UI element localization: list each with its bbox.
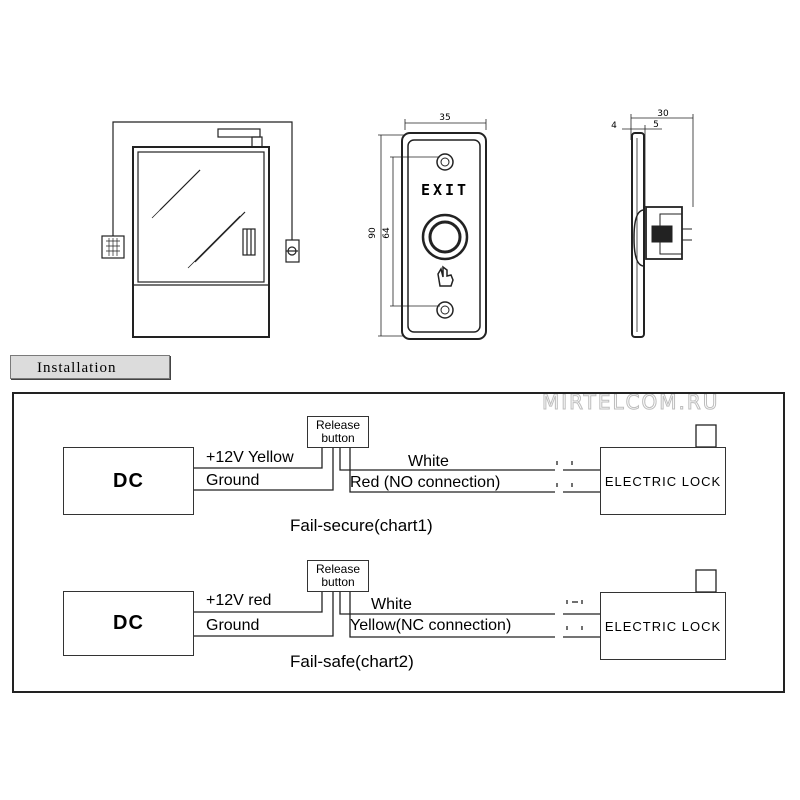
chart2-electric-lock-box: ELECTRIC LOCK: [600, 592, 726, 660]
chart1-wire-ground: Ground: [206, 472, 260, 489]
exit-button-front-view: [378, 119, 487, 340]
side-depth-a-dimension: 4: [611, 121, 617, 131]
chart1-wire-white: White: [408, 453, 449, 470]
chart2-wire-signal: Yellow(NC connection): [350, 617, 512, 634]
chart1-release-label-line2: button: [321, 431, 355, 445]
exit-label: EXIT: [421, 181, 469, 199]
chart2-wire-white: White: [371, 596, 412, 613]
exit-button-side-view: [622, 114, 694, 338]
chart2-caption: Fail-safe(chart2): [290, 652, 414, 671]
door-installation-drawing: [101, 121, 300, 338]
chart1-caption: Fail-secure(chart1): [290, 516, 433, 535]
installation-section-tab: Installation: [10, 355, 170, 379]
chart1-electric-lock-box: ELECTRIC LOCK: [600, 447, 726, 515]
front-height-total-dimension: 90: [368, 227, 378, 239]
chart1-wire-signal: Red (NO connection): [350, 474, 501, 491]
chart1-wire-12v: +12V Yellow: [206, 449, 294, 466]
wiring-diagram-frame: [12, 392, 785, 693]
chart2-dc-box: DC: [63, 591, 194, 656]
side-depth-b-dimension: 5: [653, 120, 659, 130]
front-width-dimension: 35: [439, 113, 450, 123]
chart2-release-label-line1: Release: [315, 562, 361, 576]
chart2-release-label-line2: button: [321, 575, 355, 589]
chart2-wire-ground: Ground: [206, 617, 260, 634]
chart2-wire-12v: +12V red: [206, 592, 272, 609]
chart1-dc-box: DC: [63, 447, 194, 515]
chart2-wires: [194, 569, 717, 638]
side-depth-total-dimension: 30: [657, 109, 669, 119]
front-height-inner-dimension: 64: [382, 227, 392, 239]
technical-drawings: EXIT 35 90 64 30 4 5: [101, 109, 694, 340]
chart1-release-label-line1: Release: [315, 418, 361, 432]
